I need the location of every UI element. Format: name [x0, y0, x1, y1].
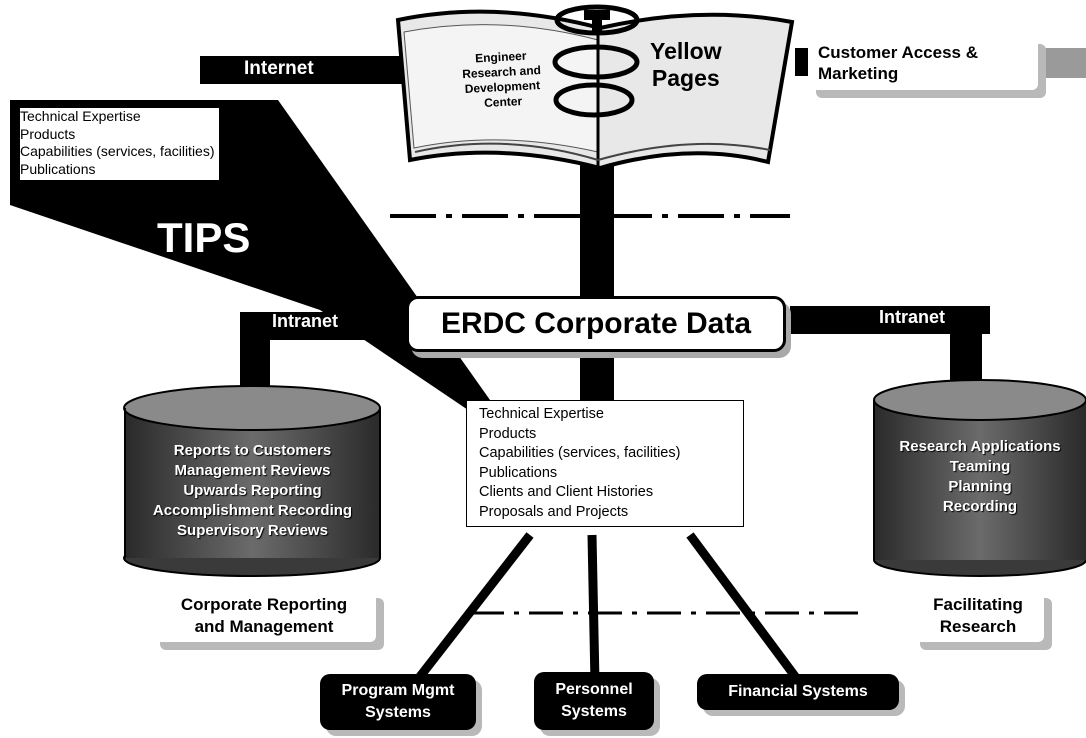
corporate-item: Technical Expertise	[479, 406, 604, 422]
facilitating-research-line-1: Facilitating	[933, 595, 1023, 614]
personnel-systems-box: Personnel Systems	[534, 672, 654, 730]
customer-access-line-1: Customer Access &	[818, 43, 978, 62]
book-center-text: Engineer Research and Development Center	[446, 47, 559, 113]
yellow-pages-book	[395, 9, 795, 171]
corporate-reporting-box: Corporate Reporting and Management	[152, 590, 376, 642]
corporate-item: Publications	[479, 464, 558, 481]
tips-item: Products	[20, 125, 76, 142]
yellow-pages-title: Yellow Pages	[650, 38, 722, 92]
tips-item: Capabilities (services, facilities)	[20, 143, 215, 159]
line-personnel	[587, 534, 600, 684]
corporate-item: Clients and Client Histories	[479, 484, 654, 500]
program-line-2: Systems	[365, 704, 431, 721]
personnel-line-1: Personnel	[555, 681, 633, 698]
corporate-item: Capabilities (services, facilities)	[479, 445, 681, 461]
left-cylinder-item: Upwards Reporting	[183, 482, 322, 499]
yellow-pages-title-line-2: Pages	[651, 65, 720, 91]
facilitating-research-box: Facilitating Research	[912, 590, 1044, 642]
left-cylinder-item: Supervisory Reviews	[177, 522, 328, 539]
tips-title: TIPS	[157, 214, 251, 261]
left-cylinder-database	[123, 385, 381, 577]
corporate-info-list: Technical Expertise Products Capabilitie…	[466, 400, 744, 527]
corporate-reporting-line-1: Corporate Reporting	[180, 595, 348, 614]
right-cylinder-text: Research Applications Teaming Planning R…	[880, 437, 1080, 517]
yellow-pages-title-line-1: Yellow	[650, 38, 722, 64]
right-cylinder-item: Research Applications	[899, 438, 1061, 455]
corporate-data-box: ERDC Corporate Data	[406, 296, 786, 352]
right-cylinder-item: Recording	[942, 498, 1018, 515]
left-cylinder-text: Reports to Customers Management Reviews …	[125, 441, 380, 541]
internet-connector	[200, 56, 430, 84]
tips-info-list: Technical Expertise Products Capabilitie…	[20, 108, 219, 180]
left-cylinder-item: Reports to Customers	[173, 442, 332, 459]
customer-access-line-2: Marketing	[818, 64, 899, 83]
customer-access-box: Customer Access & Marketing	[808, 36, 1038, 90]
program-line-1: Program Mgmt	[341, 682, 455, 699]
tips-item: Publications	[20, 160, 96, 177]
right-cylinder-database	[873, 379, 1086, 577]
right-cylinder-item: Planning	[948, 478, 1012, 495]
corporate-item: Products	[479, 425, 537, 442]
line-financial	[686, 532, 804, 686]
corporate-reporting-line-2: and Management	[194, 617, 334, 636]
financial-systems-box: Financial Systems	[697, 674, 899, 710]
right-cylinder-item: Teaming	[949, 458, 1011, 475]
customer-connector-tail	[1030, 48, 1086, 78]
facilitating-research-line-2: Research	[939, 617, 1017, 636]
corporate-item: Proposals and Projects	[479, 503, 629, 520]
trunk-connector-top	[580, 165, 614, 305]
internet-label: Internet	[244, 58, 314, 79]
phone-icon	[584, 10, 610, 32]
program-mgmt-systems-box: Program Mgmt Systems	[320, 674, 476, 730]
left-cylinder-item: Accomplishment Recording	[152, 502, 353, 519]
binder-ring-icons	[552, 4, 640, 118]
personnel-line-2: Systems	[561, 703, 627, 720]
intranet-left-label: Intranet	[272, 311, 339, 331]
tips-item: Technical Expertise	[20, 108, 141, 124]
intranet-right-label: Intranet	[879, 307, 946, 327]
left-cylinder-item: Management Reviews	[174, 462, 331, 479]
line-program	[411, 532, 534, 686]
trunk-connector-bottom	[580, 355, 614, 403]
